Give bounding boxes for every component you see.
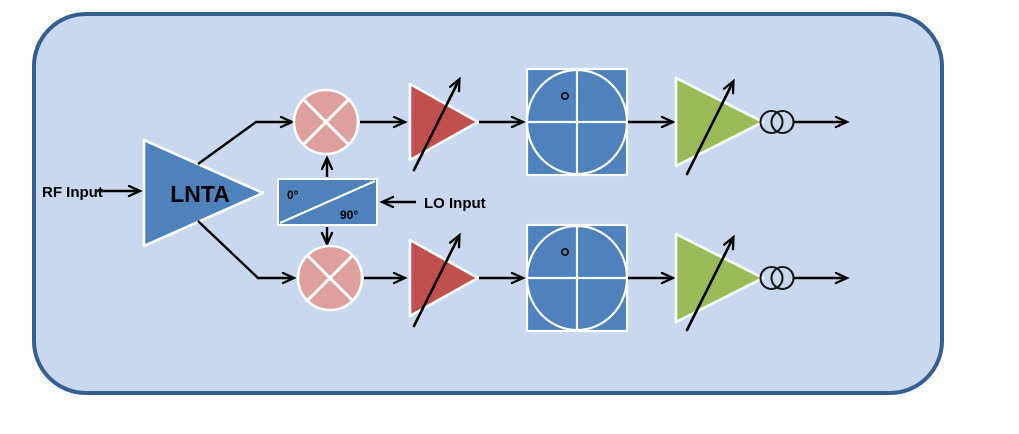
q-pga-gain-arrow bbox=[685, 238, 733, 332]
i-filter-block bbox=[525, 67, 629, 177]
i-vga-gain-arrow bbox=[412, 80, 459, 172]
phase-90-label: 90° bbox=[340, 208, 358, 222]
lo-input-label: LO Input bbox=[424, 195, 486, 212]
q-filter-block bbox=[525, 223, 629, 333]
i-programmable-gain-amp bbox=[674, 76, 765, 168]
q-output-balun bbox=[759, 265, 795, 291]
phase-splitter-diagonal bbox=[279, 179, 376, 225]
i-balun-circle-right bbox=[770, 109, 795, 135]
q-variable-gain-amp bbox=[408, 238, 480, 318]
q-balun-circle-left bbox=[759, 265, 784, 291]
lnta-amplifier bbox=[142, 138, 265, 248]
branch-to-q-mixer bbox=[197, 220, 293, 278]
lnta-label: LNTA bbox=[170, 181, 230, 207]
q-balun-circle-right bbox=[770, 265, 795, 291]
i-pga-gain-arrow bbox=[685, 82, 733, 176]
q-mixer-x2 bbox=[306, 254, 354, 302]
i-filter-dot bbox=[560, 91, 570, 101]
q-programmable-gain-amp bbox=[674, 232, 765, 324]
phase-0-label: 0° bbox=[287, 188, 299, 202]
i-mixer-x2 bbox=[302, 98, 350, 146]
i-variable-gain-amp bbox=[408, 82, 480, 162]
q-vga-gain-arrow bbox=[412, 236, 459, 328]
q-filter-dot bbox=[560, 247, 570, 257]
i-output-balun bbox=[759, 109, 795, 135]
rf-input-label: RF Input bbox=[42, 184, 103, 201]
i-balun-circle-left bbox=[759, 109, 784, 135]
branch-to-i-mixer bbox=[197, 122, 291, 165]
